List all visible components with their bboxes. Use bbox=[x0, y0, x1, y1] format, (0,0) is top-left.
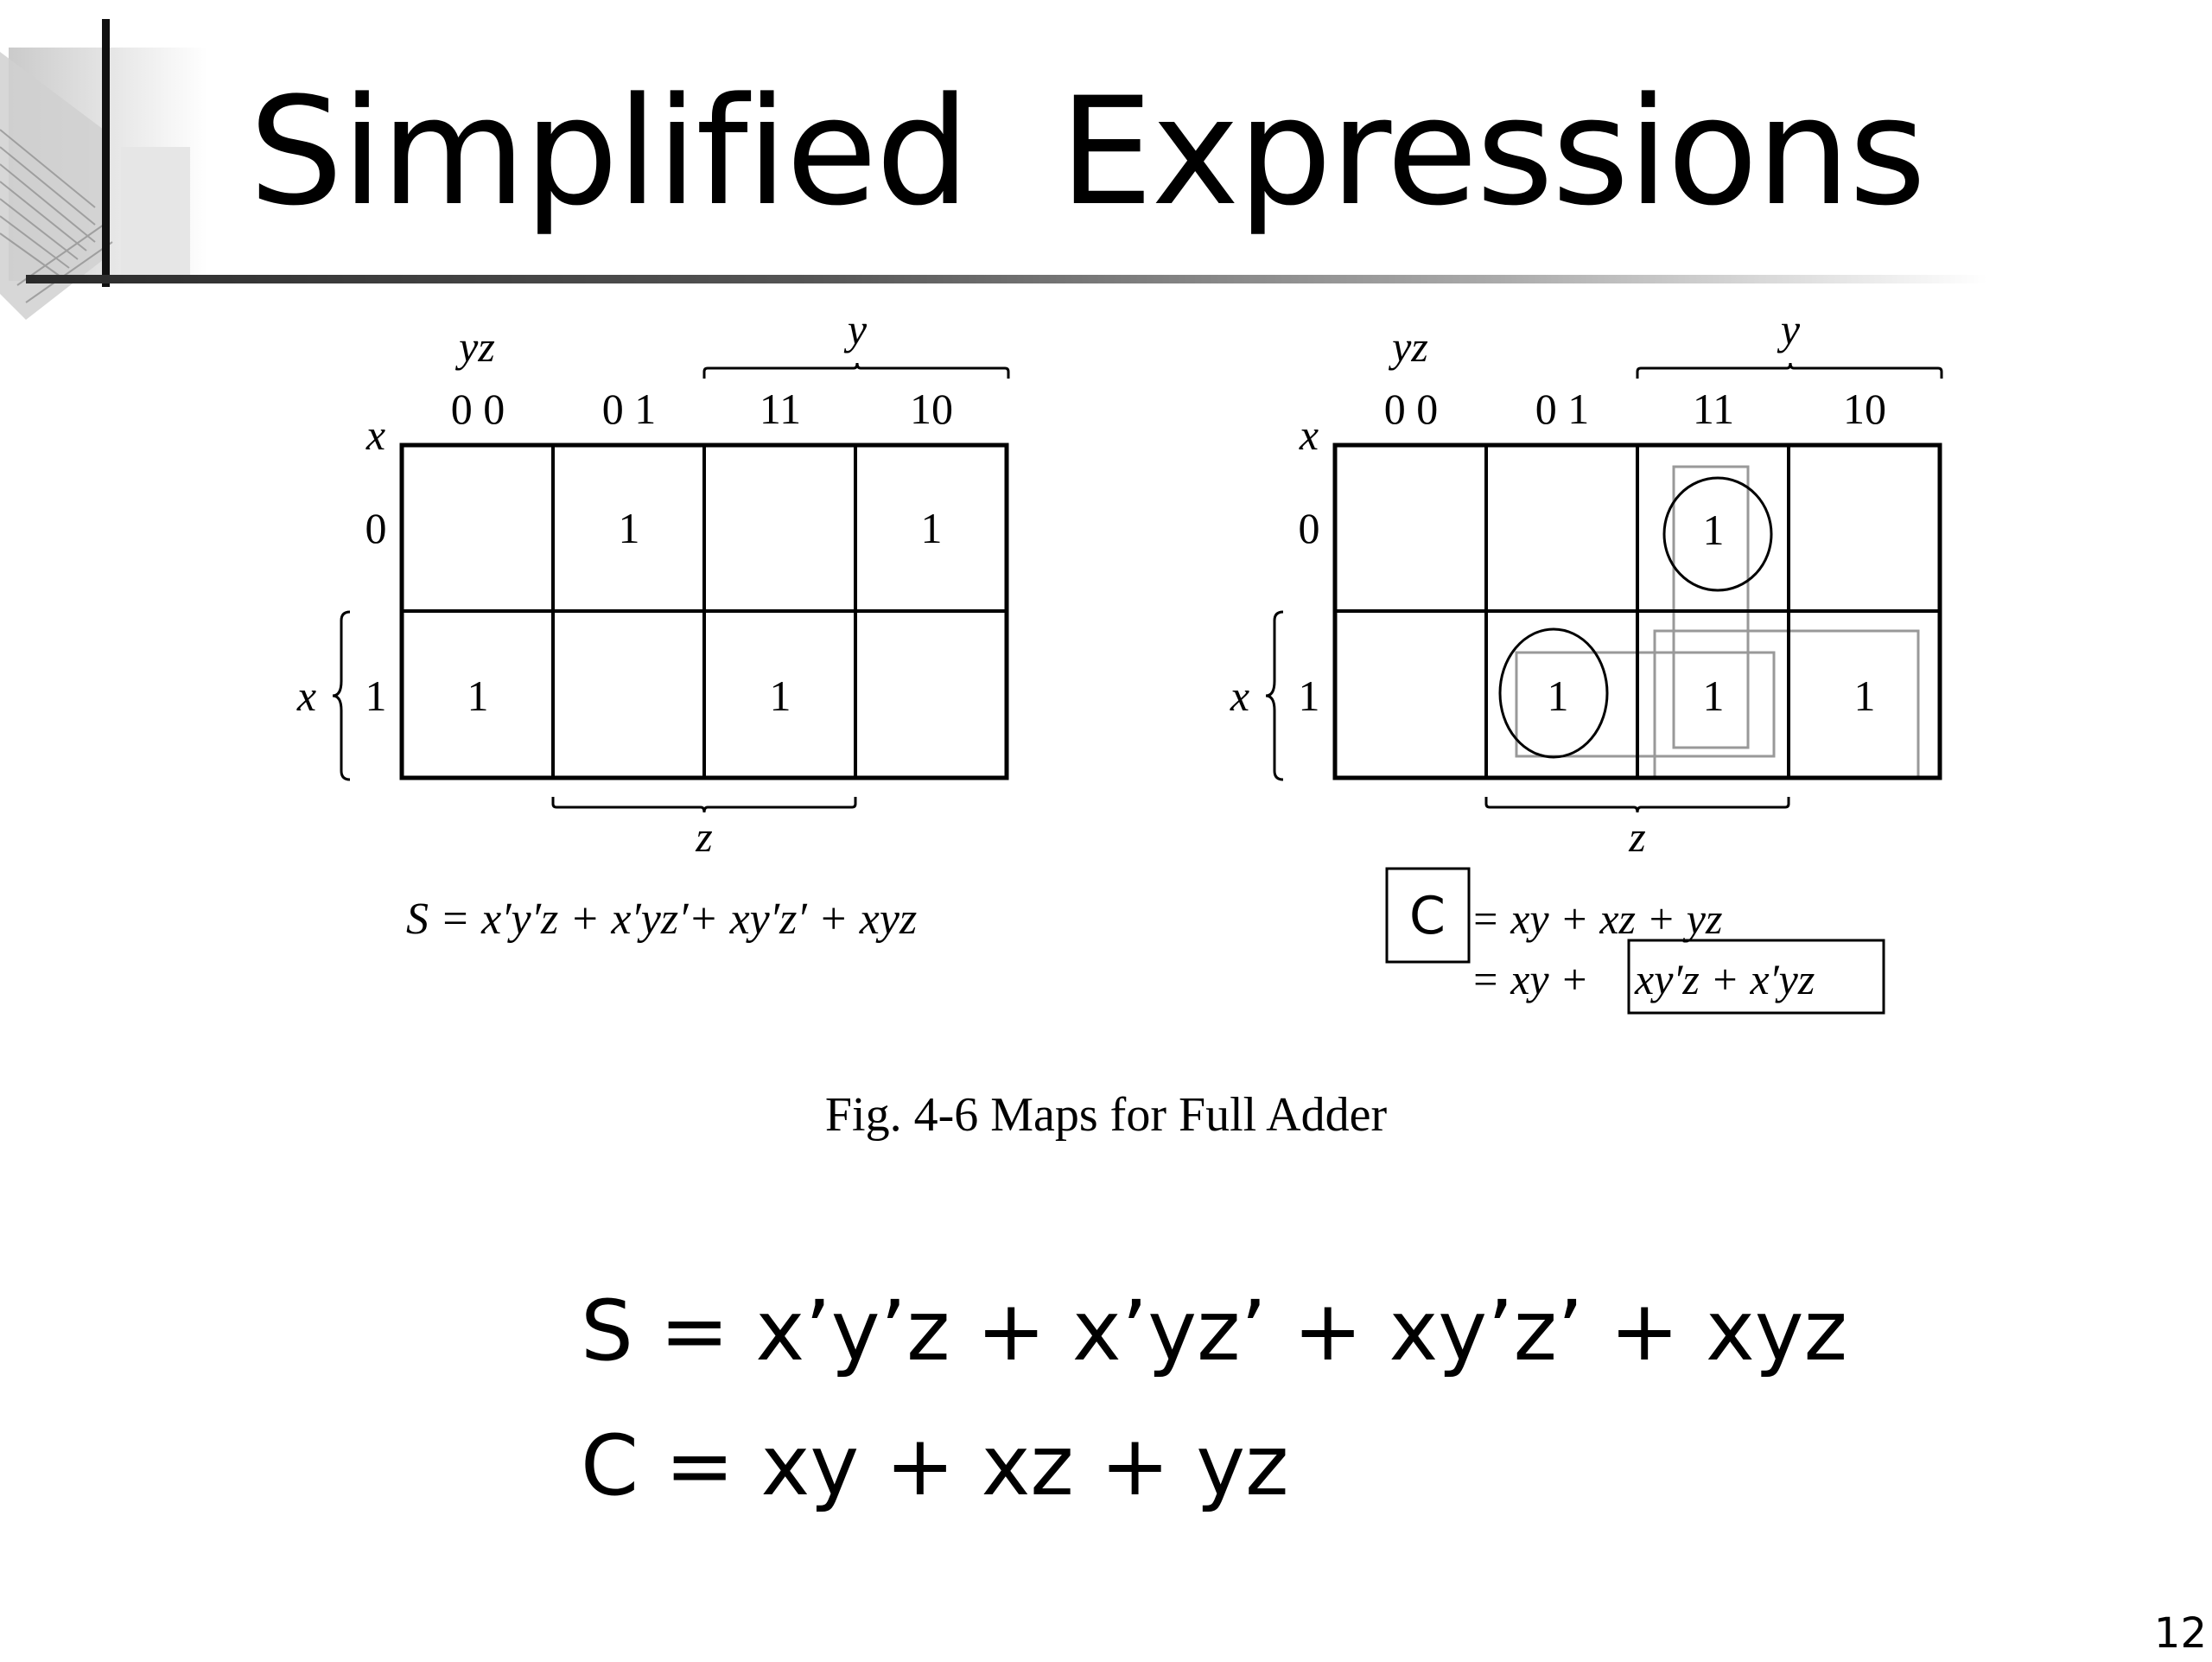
y-brace bbox=[1636, 362, 1943, 379]
col-var-label: yz bbox=[1388, 322, 1428, 371]
col-code: 11 bbox=[1693, 385, 1734, 433]
x-brace bbox=[332, 610, 351, 781]
col-code: 0 0 bbox=[451, 385, 505, 433]
carry-boxed-term-frame bbox=[1627, 939, 1885, 1015]
row-var-label: x bbox=[365, 411, 385, 459]
x-brace bbox=[1265, 610, 1284, 781]
kmap-cell: 1 bbox=[921, 504, 943, 552]
kmap-cell: 1 bbox=[770, 672, 791, 720]
carry-equation: C = xy + xz + yz bbox=[581, 1417, 1289, 1514]
group-yz-rect bbox=[1672, 465, 1750, 749]
col-code: 0 0 bbox=[1384, 385, 1439, 433]
sum-kmap: yz x y 0 0 0 1 11 10 0 1 x 1 1 1 1 z S =… bbox=[296, 305, 1010, 944]
col-code: 0 1 bbox=[1535, 385, 1590, 433]
title-accent-bar bbox=[102, 19, 110, 287]
carry-equation-line2-prefix: = xy + bbox=[1471, 955, 1589, 1003]
col-code: 0 1 bbox=[602, 385, 657, 433]
x-brace-label: x bbox=[296, 672, 316, 720]
row-code: 1 bbox=[365, 672, 387, 720]
group-circle bbox=[1662, 476, 1773, 592]
row-var-label: x bbox=[1299, 411, 1319, 459]
kmap-cell: 1 bbox=[1703, 672, 1725, 720]
slide-title: Simplified Expressions bbox=[249, 65, 1926, 239]
row-code: 0 bbox=[1299, 504, 1320, 552]
kmap-cell: 1 bbox=[1548, 672, 1569, 720]
y-brace-label: y bbox=[843, 305, 868, 353]
z-brace bbox=[551, 797, 857, 813]
row-code: 1 bbox=[1299, 672, 1320, 720]
row-code: 0 bbox=[365, 504, 387, 552]
x-brace-label: x bbox=[1230, 672, 1249, 720]
sum-map-equation: S = x′y′z + x′yz′+ xy′z′ + xyz bbox=[406, 895, 917, 944]
col-code: 10 bbox=[1843, 385, 1886, 433]
col-code: 11 bbox=[760, 385, 801, 433]
title-underline bbox=[26, 275, 1987, 283]
page-number: 12 bbox=[2153, 1609, 2207, 1658]
z-brace-label: z bbox=[695, 812, 712, 861]
carry-label-box bbox=[1385, 867, 1471, 964]
carry-kmap: yz x y 0 0 0 1 11 10 0 1 x 1 1 1 1 z C =… bbox=[1230, 305, 1943, 1015]
carry-equation-line1: = xy + xz + yz bbox=[1471, 895, 1722, 943]
kmap-cell: 1 bbox=[467, 672, 489, 720]
carry-equation-line2-boxed: xy′z + x′yz bbox=[1634, 955, 1815, 1003]
col-var-label: yz bbox=[454, 322, 495, 371]
kmap-cell: 1 bbox=[619, 504, 640, 552]
y-brace bbox=[702, 362, 1010, 379]
carry-label: C bbox=[1409, 886, 1446, 946]
kmap-cell: 1 bbox=[1854, 672, 1876, 720]
y-brace-label: y bbox=[1777, 305, 1801, 353]
z-brace-label: z bbox=[1628, 812, 1645, 861]
z-brace bbox=[1484, 797, 1790, 813]
group-xz-rect bbox=[1515, 651, 1776, 758]
col-code: 10 bbox=[910, 385, 953, 433]
group-circle bbox=[1498, 627, 1609, 759]
kmap-cell: 1 bbox=[1703, 506, 1725, 554]
figure-caption: Fig. 4-6 Maps for Full Adder bbox=[824, 1088, 1388, 1142]
sum-equation: S = x’y’z + x’yz’ + xy’z’ + xyz bbox=[581, 1283, 1847, 1379]
